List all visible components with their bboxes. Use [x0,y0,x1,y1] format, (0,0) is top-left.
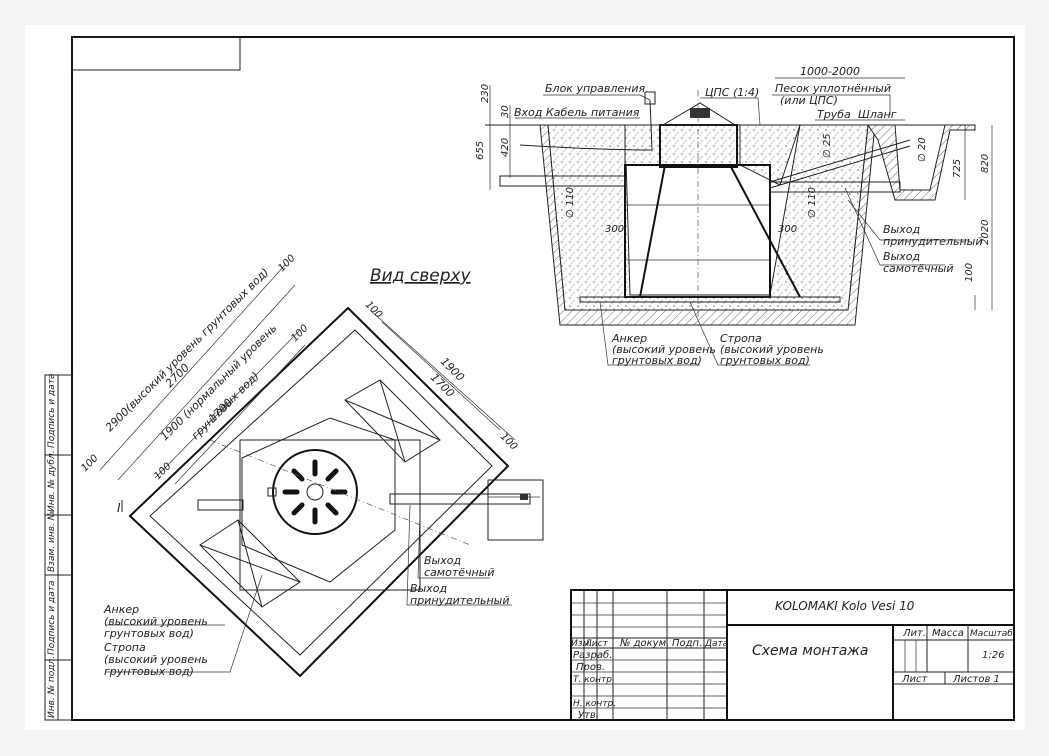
label-strap-3: грунтовых вод) [720,354,810,367]
row-utv: Утв. [578,710,599,721]
label-cps: ЦПС (1:4) [705,86,759,99]
top-view-title: Вид сверху [370,266,472,286]
dim-300-left: 300 [605,224,624,235]
row-razrab: Разраб. [573,649,612,661]
section-view [485,77,993,366]
label-out-gravity: Выход [883,250,920,263]
side-stamp-label: Подпись и дата [47,373,57,448]
label-anchor-3: грунтовых вод) [104,627,194,640]
label-strap-3: грунтовых вод) [104,665,194,678]
label-outlet-gravity: Выход [424,554,461,567]
label-hose: Шланг [858,108,897,121]
section-mark: I [117,501,121,515]
col-date: Дата [704,639,728,649]
col-sign: Подп. [672,638,702,649]
scale-label: Масштаб [970,629,1013,639]
label-strap: Стропа [720,332,762,345]
label-outlet-forced: Выход [410,582,447,595]
dim-100: 100 [964,263,975,282]
lit-label: Лит. [902,628,926,639]
label-anchor-2: (высокий уровень [104,615,208,628]
dim-2020: 2020 [980,220,991,245]
sheet-label: Лист [901,674,929,685]
label-anchor-3: грунтовых вод) [612,354,702,367]
row-tkontr: Т. контр. [573,675,615,685]
dim-d20: ∅ 20 [917,137,928,162]
col-izm: Изм. [571,639,592,649]
row-nkontr: Н. контр. [573,699,616,709]
dim-30: 30 [500,105,511,118]
row-prov: Пров. [576,662,605,673]
label-sand: Песок уплотнённый [775,82,891,95]
label-strap-2: (высокий уровень [104,653,208,666]
dim-d110-out: ∅ 110 [807,187,818,218]
dim-420: 420 [500,138,511,157]
label-anchor: Анкер [611,332,647,345]
drawing-name: Схема монтажа [752,643,868,659]
label-sand-alt: (или ЦПС) [780,94,838,107]
dim-d110-in: ∅ 110 [565,187,576,218]
dim-1000-2000: 1000-2000 [800,65,860,78]
side-stamp-label: Подпись и дата [47,580,57,655]
top-view [99,264,544,678]
dim-820: 820 [980,154,991,173]
col-doc: № докум. [619,638,669,649]
label-outlet-forced-2: принудительный [410,594,510,607]
product-name: KOLOMAKI Kolo Vesi 10 [775,599,915,613]
dim-d25: ∅ 25 [822,133,833,158]
label-cable-in: Вход Кабель питания [514,106,640,119]
side-stamp-label: Инв. № дубл. [47,450,57,512]
label-control-unit: Блок управления [545,82,645,95]
label-out-forced: Выход [883,223,920,236]
label-pipe: Труба [817,108,851,121]
side-stamp: Подпись и дата Инв. № дубл. Взам. инв. №… [44,373,73,721]
label-anchor: Анкер [103,603,139,616]
label-out-gravity-2: самотёчный [883,262,954,275]
col-list: Лист [584,639,609,649]
label-out-forced-2: принудительный [883,235,983,248]
title-block [570,589,1015,721]
dim-230: 230 [480,84,491,103]
side-stamp-label: Взам. инв. № [47,511,57,572]
label-strap: Стропа [104,641,146,654]
top-left-stamp-box [71,36,241,71]
label-outlet-gravity-2: самотёчный [424,566,495,579]
dim-300-right: 300 [778,224,797,235]
side-stamp-label: Инв. № подл. [47,656,57,718]
label-anchor-2: (высокий уровень [612,343,716,356]
dim-655: 655 [475,141,486,160]
scale-value: 1:26 [982,650,1004,661]
sheets-label: Листов 1 [952,674,1000,685]
label-strap-2: (высокий уровень [720,343,824,356]
mass-label: Масса [932,628,964,639]
dim-725: 725 [952,159,963,178]
